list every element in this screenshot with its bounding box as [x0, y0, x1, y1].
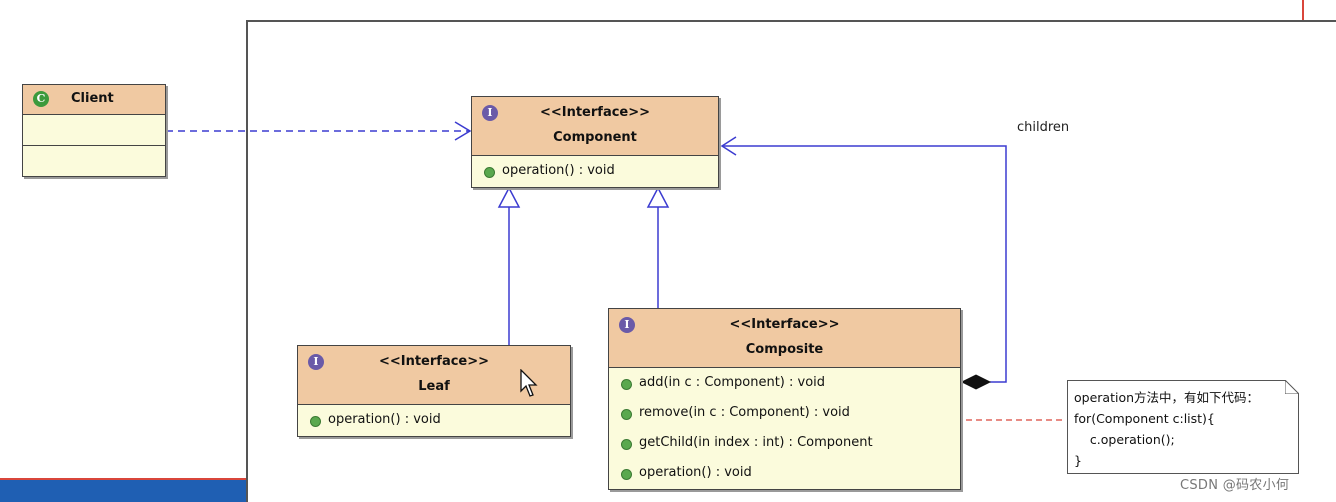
note-fold-icon [1285, 380, 1299, 394]
public-method-icon [621, 379, 632, 390]
leaf-name: Leaf [418, 379, 450, 394]
mouse-cursor-icon [520, 369, 538, 397]
note-line: } [1074, 453, 1082, 468]
composite-header: I <<Interface>> Composite [609, 309, 960, 368]
composite-name: Composite [745, 342, 824, 357]
method-row[interactable]: operation() : void [472, 156, 718, 186]
leaf-methods: operation() : void [298, 405, 570, 435]
component-methods: operation() : void [472, 156, 718, 186]
method-row[interactable]: remove(in c : Component) : void [609, 398, 960, 428]
public-method-icon [621, 469, 632, 480]
watermark: CSDN @码农小何 [1180, 478, 1290, 493]
children-label: children [1017, 120, 1070, 135]
component-interface[interactable]: I <<Interface>> Component operation() : … [471, 96, 719, 188]
composite-interface[interactable]: I <<Interface>> Composite add(in c : Com… [608, 308, 961, 490]
client-methods [23, 146, 165, 176]
note-line: operation方法中，有如下代码： [1074, 390, 1260, 405]
public-method-icon [621, 439, 632, 450]
composite-generalization-arrowhead [646, 186, 670, 208]
component-name: Component [553, 130, 637, 145]
component-stereotype: <<Interface>> [539, 105, 651, 120]
public-method-icon [484, 167, 495, 178]
client-name: Client [71, 91, 114, 106]
left-pane [0, 0, 246, 500]
composite-stereotype: <<Interface>> [729, 317, 840, 332]
public-method-icon [621, 409, 632, 420]
method-row[interactable]: getChild(in index : int) : Component [609, 428, 960, 458]
dependency-arrowhead [454, 121, 472, 141]
leaf-stereotype: <<Interface>> [378, 354, 490, 369]
composition-line [722, 145, 1007, 383]
client-header: C Client [23, 85, 165, 115]
window-edge [1302, 0, 1304, 20]
component-header: I <<Interface>> Component [472, 97, 718, 156]
note-line: for(Component c:list){ [1074, 411, 1215, 426]
method-row[interactable]: add(in c : Component) : void [609, 368, 960, 398]
client-class[interactable]: C Client [22, 84, 166, 177]
method-row[interactable]: operation() : void [609, 458, 960, 488]
note-line: c.operation(); [1074, 432, 1175, 447]
method-row[interactable]: operation() : void [298, 405, 570, 435]
interface-icon: I [482, 105, 498, 121]
taskbar-strip [0, 478, 246, 502]
class-icon: C [33, 91, 49, 107]
composition-diamond [960, 374, 992, 390]
client-attributes [23, 115, 165, 146]
interface-icon: I [619, 317, 635, 333]
composition-arrowhead [720, 136, 737, 156]
composite-methods: add(in c : Component) : void remove(in c… [609, 368, 960, 488]
code-note[interactable]: operation方法中，有如下代码： for(Component c:list… [1067, 380, 1299, 474]
public-method-icon [310, 416, 321, 427]
interface-icon: I [308, 354, 324, 370]
leaf-generalization-arrowhead [497, 186, 521, 208]
